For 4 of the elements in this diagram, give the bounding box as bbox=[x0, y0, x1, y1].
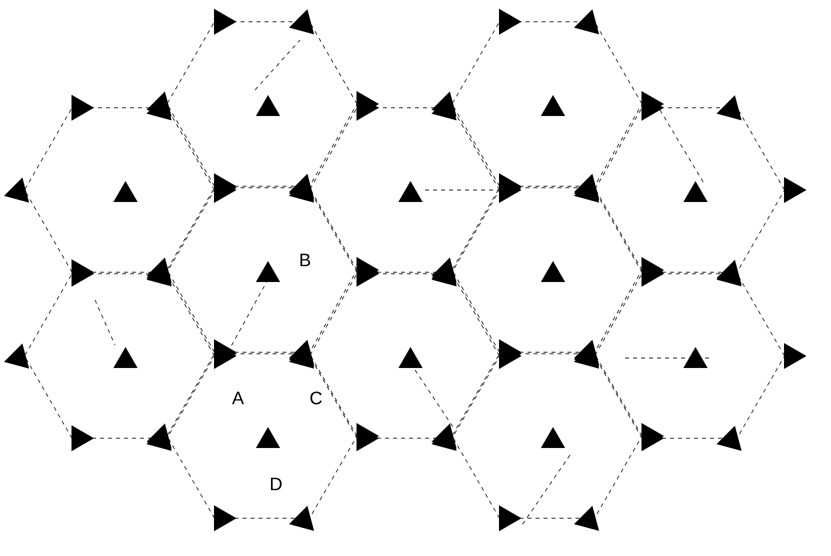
point-label: D bbox=[270, 478, 282, 490]
point-label: A bbox=[232, 392, 244, 404]
point-label: C bbox=[310, 392, 322, 404]
point-label: B bbox=[300, 254, 310, 266]
